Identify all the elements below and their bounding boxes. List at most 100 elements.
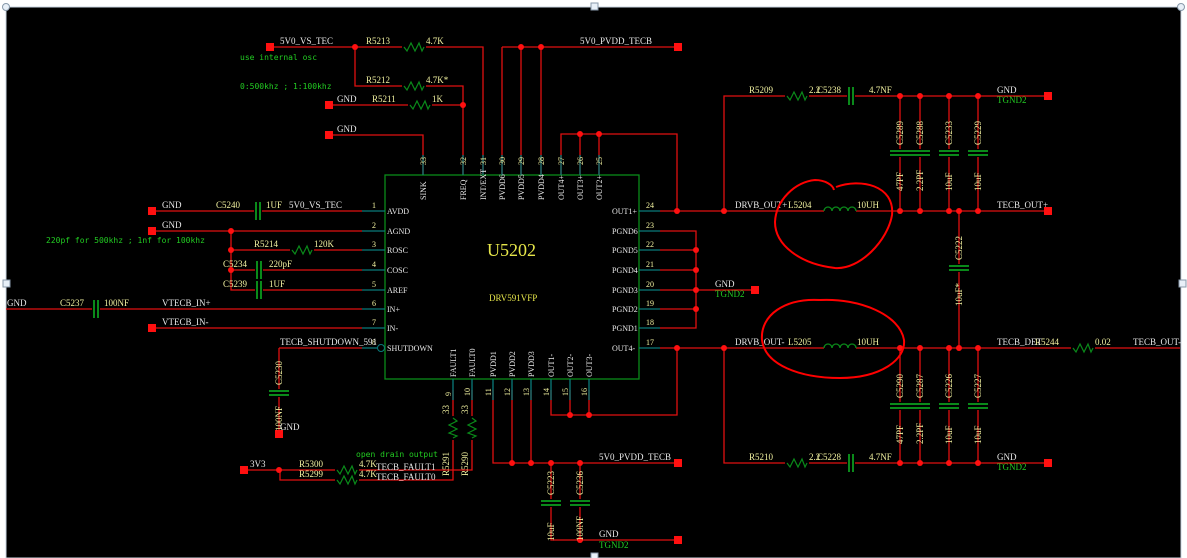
value-c5288: 2.2PF xyxy=(915,170,925,191)
ref-l5204: L5204 xyxy=(788,200,812,210)
resistor-gap xyxy=(402,45,426,49)
pin-name: SINK xyxy=(419,181,428,200)
net-label-3v3: 3V3 xyxy=(250,459,266,469)
resistor-r5291[interactable] xyxy=(447,417,459,439)
ref-c5226: C5226 xyxy=(944,373,954,398)
resistor-r5290[interactable] xyxy=(466,417,478,439)
cap-gap xyxy=(255,288,263,292)
pin-number: 26 xyxy=(576,157,585,165)
resistor-r5214[interactable] xyxy=(291,244,313,256)
ref-c5223: C5223 xyxy=(546,470,556,495)
resistor-gap xyxy=(469,416,475,440)
net-label-shutdown: TECB_SHUTDOWN_591 xyxy=(280,337,377,347)
cap-gap xyxy=(947,402,951,410)
resistor-r5244[interactable] xyxy=(1072,342,1094,354)
ports xyxy=(148,43,1052,544)
pin-number: 12 xyxy=(503,388,512,396)
pin-name: FAULT1 xyxy=(449,349,458,377)
ref-r5213: R5213 xyxy=(366,36,391,46)
ref-r5214: R5214 xyxy=(254,239,279,249)
pin-name: OUT2+ xyxy=(595,175,604,200)
resistor-r5212[interactable] xyxy=(403,80,425,92)
pin-number: 32 xyxy=(459,157,468,165)
value-l5205: 10UH xyxy=(857,337,879,347)
pin-name: PGND6 xyxy=(612,227,638,236)
value-c5237: 100NF xyxy=(104,298,129,308)
resistor-r5209[interactable] xyxy=(786,90,808,102)
resize-handle-top-right[interactable] xyxy=(1177,3,1185,11)
ref-r5290: R5290 xyxy=(460,451,470,476)
net-label-gnd-10: GND xyxy=(997,452,1017,462)
pin-name: COSC xyxy=(387,266,408,275)
resistor-r5299[interactable] xyxy=(336,474,358,486)
net-label-drv-minus: DRVB_OUT- xyxy=(735,337,784,347)
cap-gap xyxy=(898,402,902,410)
pin-number: 9 xyxy=(444,392,453,396)
note-internal-osc: use internal osc xyxy=(240,53,317,62)
resistor-r5211[interactable] xyxy=(409,99,431,111)
pin-name: OUT1+ xyxy=(612,207,637,216)
chip-ref: U5202 xyxy=(487,240,536,260)
value-r5300: 4.7K xyxy=(359,459,377,469)
resize-handle-right-mid[interactable] xyxy=(1178,279,1187,288)
net-label-gnd-9: GND xyxy=(997,85,1017,95)
net-label-gnd-7: GND xyxy=(599,529,619,539)
chip-pins: 1AVDD2AGND3ROSC4COSC5AREF6IN+7IN-8SHUTDO… xyxy=(362,155,660,400)
ref-r5244: R5244 xyxy=(1035,337,1060,347)
resistor-r5213[interactable] xyxy=(403,41,425,53)
ref-c5230: C5230 xyxy=(274,360,284,385)
resize-handle-top-left[interactable] xyxy=(2,3,10,11)
pin-name: PGND2 xyxy=(612,305,638,314)
resistor-gap xyxy=(335,478,359,482)
pin-name: OUT1- xyxy=(547,354,556,377)
schematic-background xyxy=(5,6,1182,558)
pin-name: PGND1 xyxy=(612,324,638,333)
pin-number: 7 xyxy=(372,318,376,327)
pin-number: 16 xyxy=(580,388,589,396)
resize-handle-left-mid[interactable] xyxy=(2,279,11,288)
pin-number: 24 xyxy=(646,201,654,210)
pin-number: 23 xyxy=(646,221,654,230)
ref-r5300: R5300 xyxy=(299,459,324,469)
net-label-tgnd2-4: TGND2 xyxy=(997,462,1027,472)
ref-c5289: C5289 xyxy=(895,120,905,145)
ref-r5209: R5209 xyxy=(749,85,774,95)
net-label-gnd-3: GND xyxy=(162,200,182,210)
pin-number: 3 xyxy=(372,240,376,249)
ref-c5290: C5290 xyxy=(895,373,905,398)
cap-gap xyxy=(918,402,922,410)
pin-number: 33 xyxy=(419,157,428,165)
annotation-circle-l5205 xyxy=(760,298,906,380)
ref-r5212: R5212 xyxy=(366,75,390,85)
value-r5244: 0.02 xyxy=(1095,337,1111,347)
pin-name: FAULT0 xyxy=(468,349,477,377)
notes: use internal osc 0:500khz ; 1:100khz 220… xyxy=(46,53,438,459)
value-c5287: 2.2PF xyxy=(915,423,925,444)
pin-number: 20 xyxy=(646,280,654,289)
value-c5233: 10uF xyxy=(944,172,954,191)
pin-name: SHUTDOWN xyxy=(387,344,433,353)
resistor-r5300[interactable] xyxy=(336,464,358,476)
cap-gap xyxy=(947,149,951,157)
ref-r5210: R5210 xyxy=(749,452,774,462)
pin-name: FREQ xyxy=(459,179,468,200)
ref-c5233: C5233 xyxy=(944,120,954,145)
inductor-l5204[interactable] xyxy=(823,206,857,212)
ref-c5237: C5237 xyxy=(60,298,85,308)
value-c5290: 47PF xyxy=(895,425,905,444)
resize-handle-top-mid[interactable] xyxy=(590,2,599,11)
resistor-gap xyxy=(450,416,456,440)
net-label-gnd-8: GND xyxy=(715,279,735,289)
net-label-fault1: TECB_FAULT1 xyxy=(376,462,436,472)
value-c5289: 47PF xyxy=(895,172,905,191)
value-c5228: 4.7NF xyxy=(869,452,892,462)
cap-gap xyxy=(976,402,980,410)
resize-handle-bottom-mid[interactable] xyxy=(590,552,599,558)
resistor-r5210[interactable] xyxy=(786,457,808,469)
pin-number: 11 xyxy=(484,388,493,396)
ref-c5239: C5239 xyxy=(223,279,248,289)
inductor-l5205[interactable] xyxy=(823,343,857,349)
pin-number: 14 xyxy=(542,388,551,396)
value-r5290: 33 xyxy=(460,405,470,415)
